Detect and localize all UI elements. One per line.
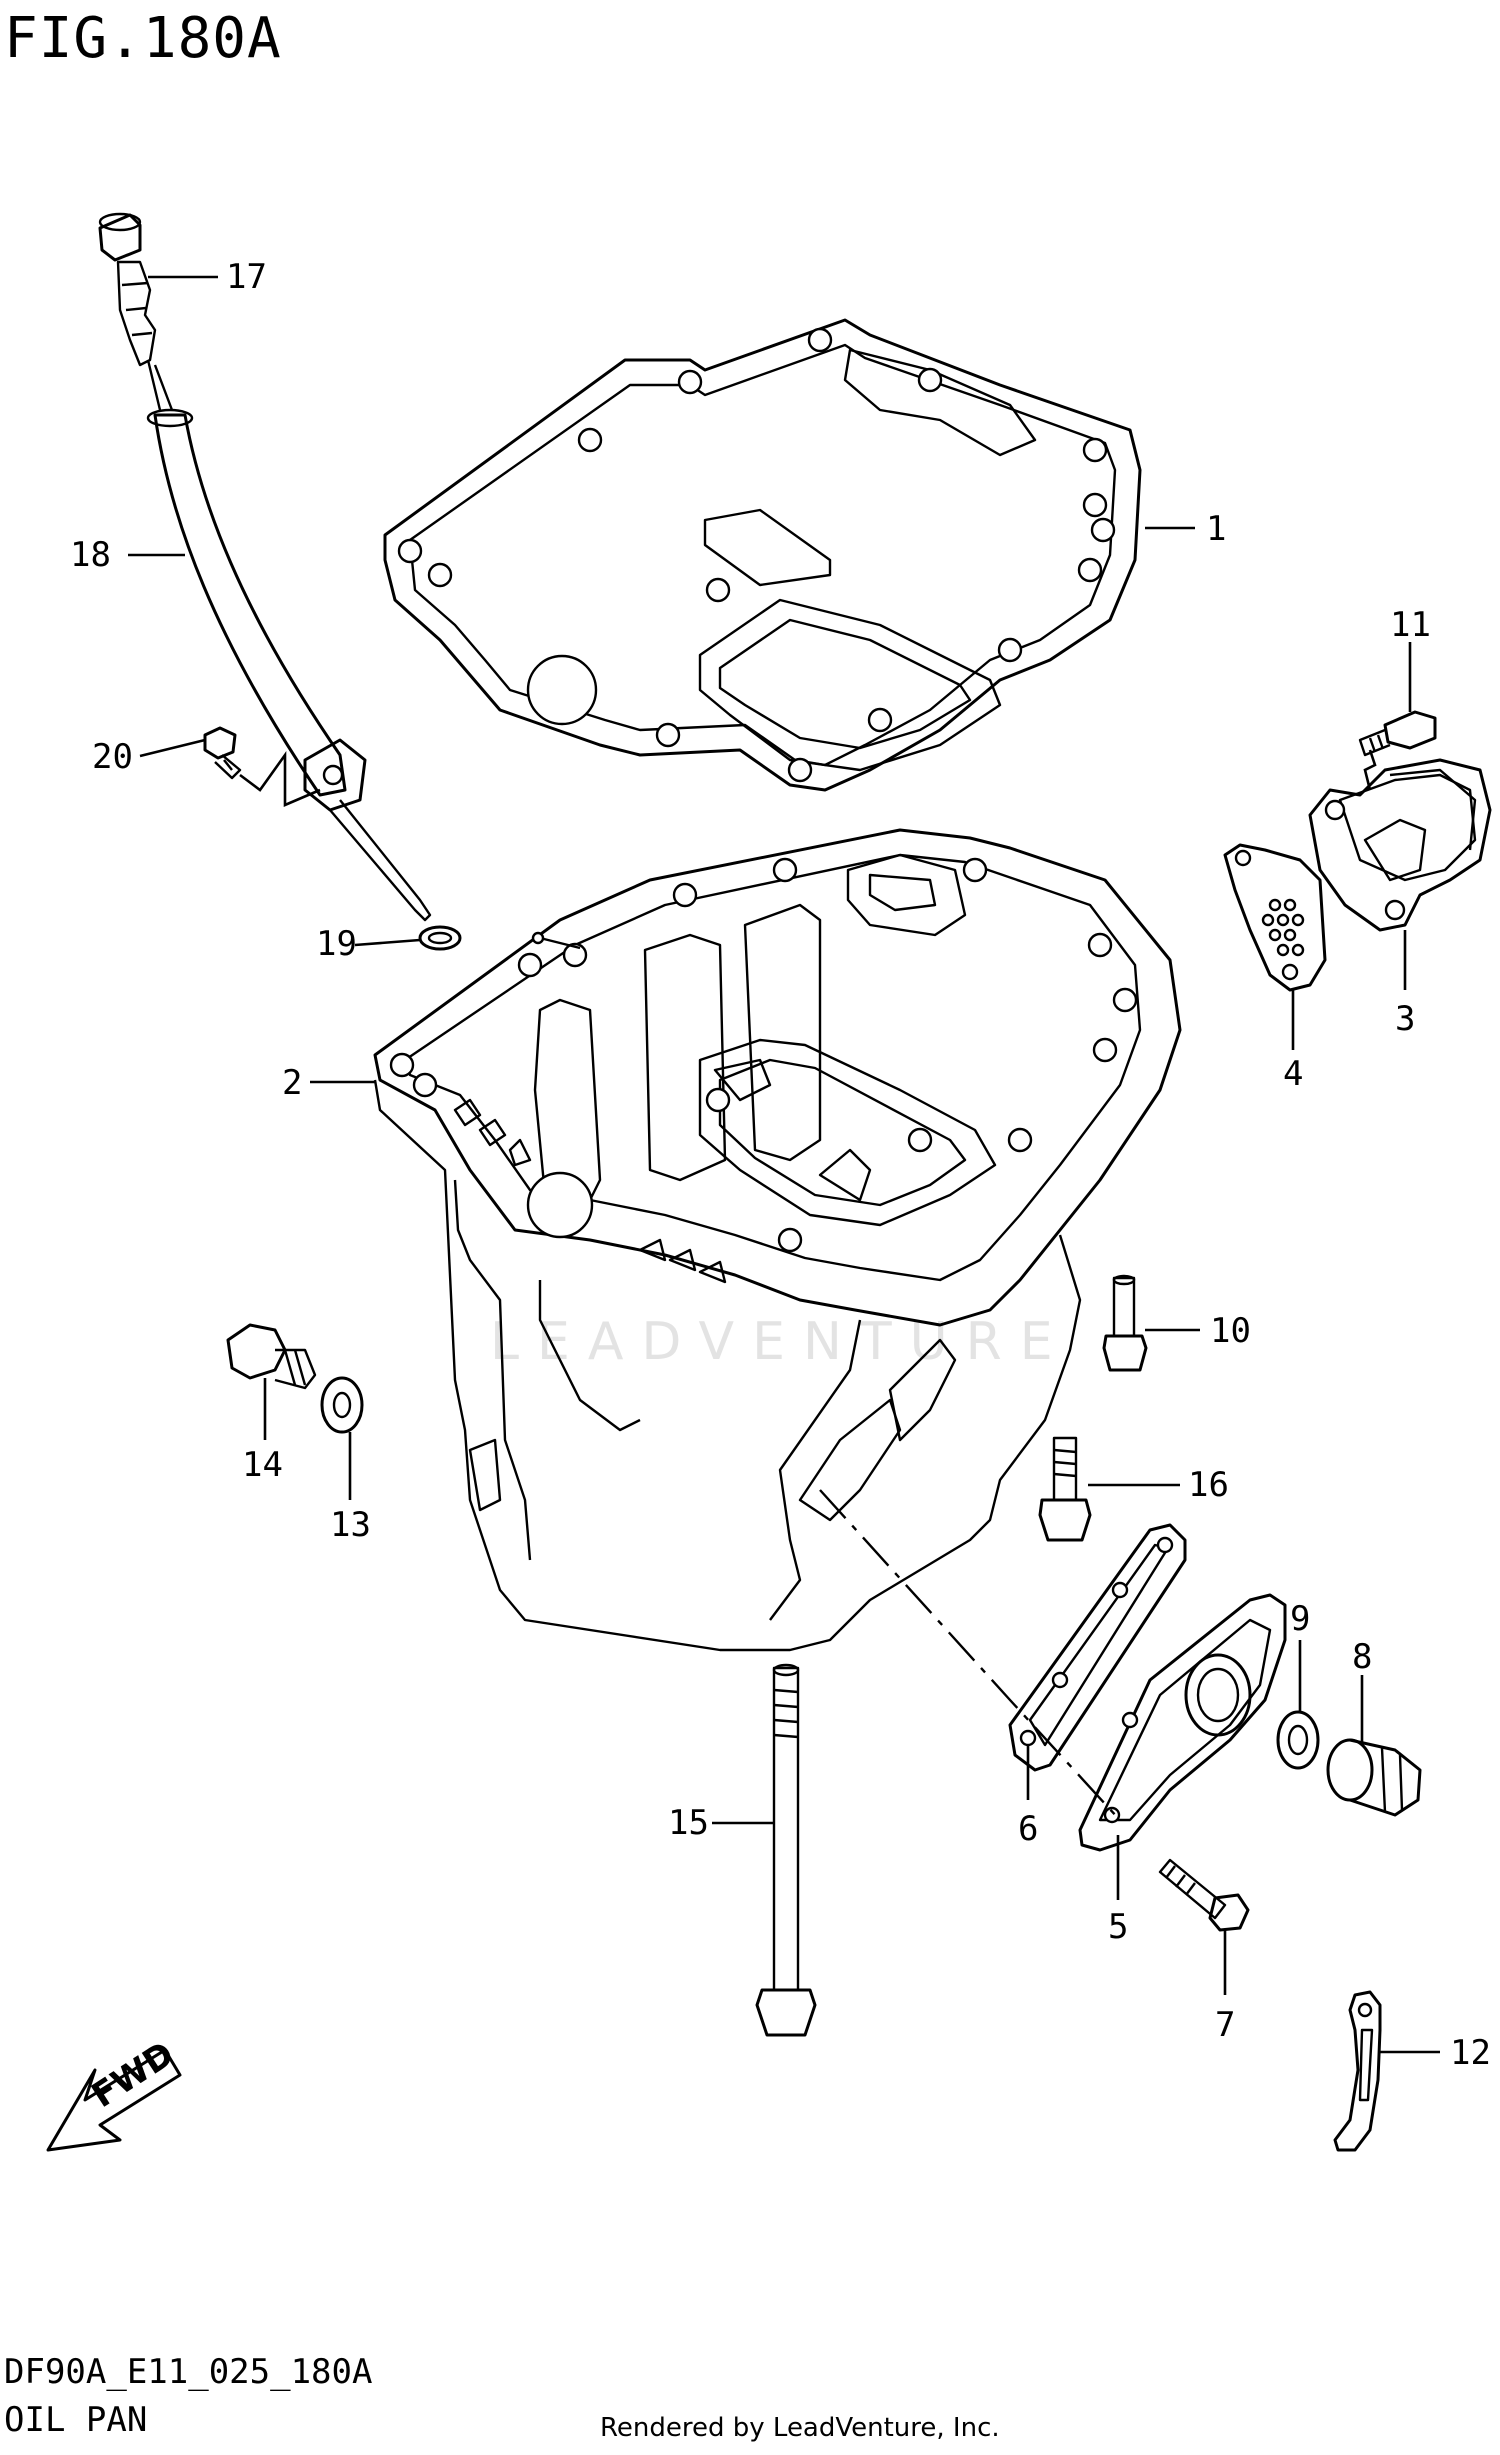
part-20-bolt[interactable] — [203, 726, 321, 807]
part-7-bolt[interactable] — [1158, 1858, 1250, 1932]
part-12-clip[interactable] — [1333, 1990, 1382, 2152]
watermark-text: LEADVENTURE — [490, 1312, 1071, 1372]
strainer-holes — [1261, 898, 1305, 957]
part-1-gasket[interactable] — [383, 318, 1142, 792]
callout-10: 10 — [1210, 1311, 1251, 1351]
callout-16: 16 — [1188, 1465, 1229, 1505]
part-2-oil-pan[interactable] — [373, 828, 1182, 1652]
figure-title: FIG.180A — [4, 6, 282, 71]
callout-15: 15 — [668, 1803, 709, 1843]
callout-12: 12 — [1450, 2033, 1491, 2073]
callout-13: 13 — [330, 1505, 371, 1545]
part-10-bolt[interactable] — [1102, 1274, 1148, 1372]
part-17-dipstick-cap[interactable] — [98, 212, 157, 367]
part-9-gasket[interactable] — [1276, 1710, 1320, 1770]
part-16-bolt[interactable] — [1038, 1436, 1092, 1542]
callout-1: 1 — [1206, 509, 1226, 549]
leader-lines — [128, 275, 1440, 2054]
callout-20: 20 — [92, 737, 133, 777]
callout-17: 17 — [226, 257, 267, 297]
part-6-cover-gasket[interactable] — [1008, 1523, 1187, 1772]
figure-caption: OIL PAN — [4, 2400, 148, 2440]
callout-7: 7 — [1215, 2005, 1235, 2045]
callout-18: 18 — [70, 535, 111, 575]
part-15-long-bolt[interactable] — [755, 1663, 817, 2037]
part-14-drain-plug[interactable] — [226, 1323, 317, 1390]
reference-code: DF90A_E11_025_180A — [4, 2352, 373, 2392]
part-4-strainer-screen[interactable] — [1223, 843, 1327, 992]
callout-3: 3 — [1395, 999, 1415, 1039]
callout-4: 4 — [1283, 1054, 1303, 1094]
callout-labels: 17 18 20 19 1 11 3 4 2 10 16 14 13 15 6 … — [70, 257, 1491, 2073]
part-3-strainer-housing[interactable] — [1308, 758, 1492, 932]
reference-line — [819, 1489, 1119, 1819]
callout-5: 5 — [1108, 1907, 1128, 1947]
callout-2: 2 — [282, 1063, 302, 1103]
fwd-arrow-icon — [46, 2048, 182, 2152]
callout-8: 8 — [1352, 1637, 1372, 1677]
part-8-plug[interactable] — [1326, 1738, 1422, 1817]
render-credit: Rendered by LeadVenture, Inc. — [600, 2413, 1000, 2443]
callout-11: 11 — [1390, 605, 1431, 645]
callout-6: 6 — [1018, 1809, 1038, 1849]
part-18-dipstick-guide[interactable] — [146, 359, 432, 922]
callout-19: 19 — [316, 924, 357, 964]
part-5-cover[interactable] — [1078, 1593, 1287, 1852]
part-13-washer[interactable] — [320, 1376, 364, 1434]
part-19-o-ring[interactable] — [418, 925, 462, 951]
callout-14: 14 — [242, 1445, 283, 1485]
callout-9: 9 — [1290, 1599, 1310, 1639]
part-11-bolt[interactable] — [1358, 710, 1437, 791]
